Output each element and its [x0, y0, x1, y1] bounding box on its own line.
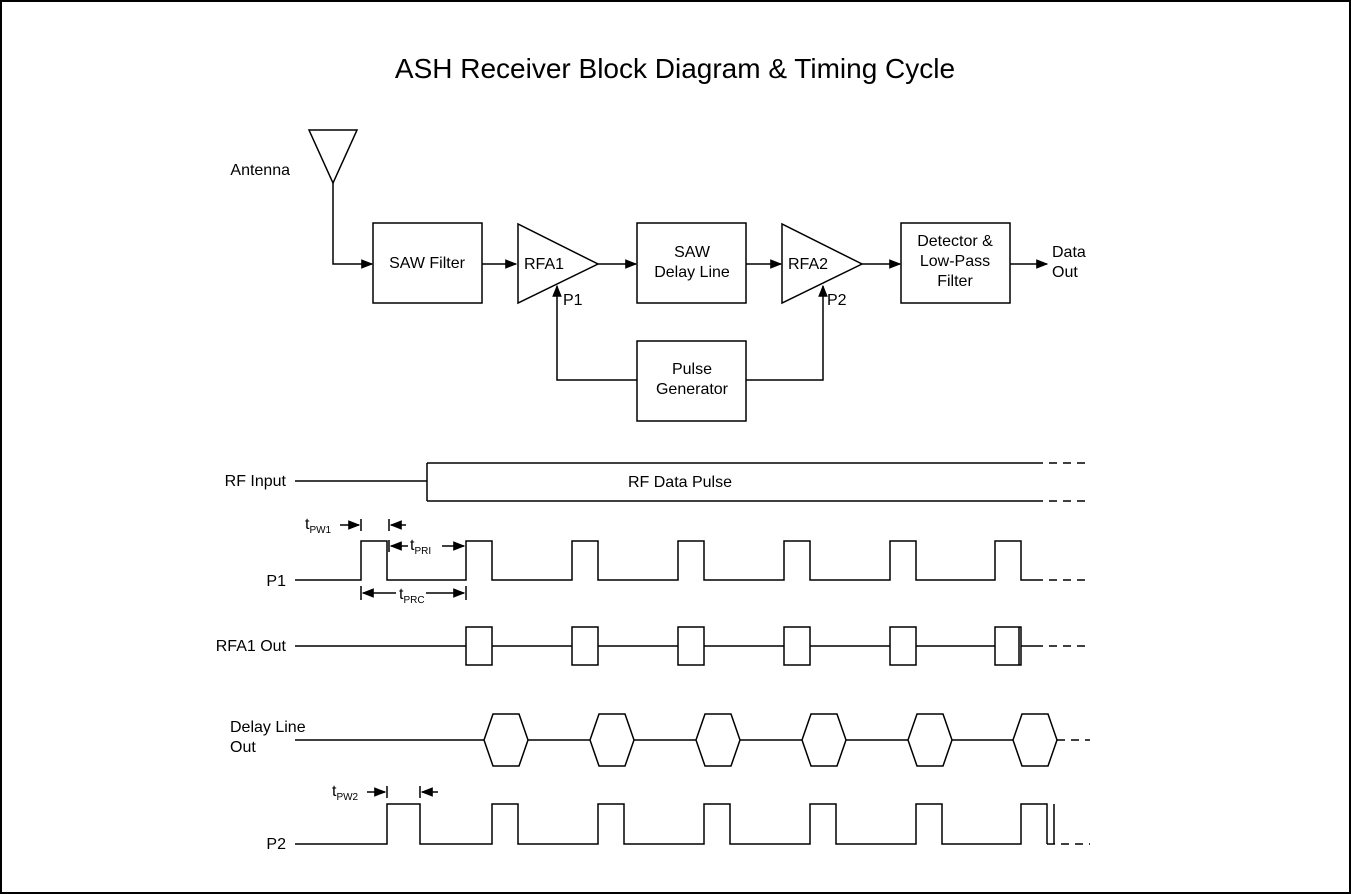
rfa1-amplifier: RFA1 P1	[517, 222, 600, 309]
rfa2-p2-pin-label: P2	[827, 292, 847, 309]
p1-waveform	[295, 540, 1035, 581]
pulse-generator-label-2: Generator	[656, 381, 729, 398]
detector-label-2: Low-Pass	[920, 253, 990, 270]
delay-line-out-waveform	[295, 713, 1058, 767]
antenna-label: Antenna	[230, 162, 290, 179]
rf-data-pulse-label: RF Data Pulse	[628, 474, 732, 491]
saw-delay-line-label-2: Delay Line	[654, 264, 730, 281]
rfa1-label: RFA1	[524, 256, 564, 273]
diagram-title: ASH Receiver Block Diagram & Timing Cycl…	[395, 53, 955, 84]
saw-delay-line-label-1: SAW	[674, 244, 711, 261]
detector-lowpass-block: Detector & Low-Pass Filter	[900, 222, 1011, 304]
saw-filter-label: SAW Filter	[389, 255, 466, 272]
p2-waveform	[295, 803, 1048, 845]
antenna-wire	[332, 183, 374, 269]
pulse-generator-block: Pulse Generator	[636, 340, 747, 422]
t-pw1-marker: tPW1	[305, 516, 406, 536]
rfa1-out-waveform	[295, 626, 1035, 666]
t-prc-label: tPRC	[399, 586, 425, 606]
t-pw2-marker: tPW2	[332, 783, 438, 803]
t-prc-marker: tPRC	[360, 586, 467, 606]
data-out-label-1: Data	[1052, 244, 1086, 261]
t-pri-label: tPRI	[410, 537, 431, 557]
saw-filter-block: SAW Filter	[372, 222, 483, 304]
data-out-label-2: Out	[1052, 264, 1078, 281]
delay-line-out-label-2: Out	[230, 739, 256, 756]
t-pw1-label: tPW1	[305, 516, 332, 536]
detector-label-1: Detector &	[917, 233, 993, 250]
rf-input-waveform	[295, 462, 1090, 502]
rfa1-out-label: RFA1 Out	[216, 638, 287, 655]
t-pri-marker: tPRI	[388, 537, 466, 557]
saw-delay-line-block: SAW Delay Line	[636, 222, 747, 304]
t-pw2-label: tPW2	[332, 783, 359, 803]
detector-label-3: Filter	[937, 273, 973, 290]
delay-line-out-label-1: Delay Line	[230, 719, 306, 736]
p2-control-wire	[746, 284, 828, 381]
rf-input-label: RF Input	[225, 473, 287, 490]
rfa2-label: RFA2	[788, 256, 828, 273]
p1-label: P1	[266, 573, 286, 590]
rfa2-amplifier: RFA2 P2	[781, 222, 864, 309]
pulse-generator-label-1: Pulse	[672, 361, 712, 378]
p2-label: P2	[266, 836, 286, 853]
antenna: Antenna	[230, 129, 359, 185]
p1-control-wire	[552, 284, 637, 381]
rfa1-p1-pin-label: P1	[563, 292, 583, 309]
